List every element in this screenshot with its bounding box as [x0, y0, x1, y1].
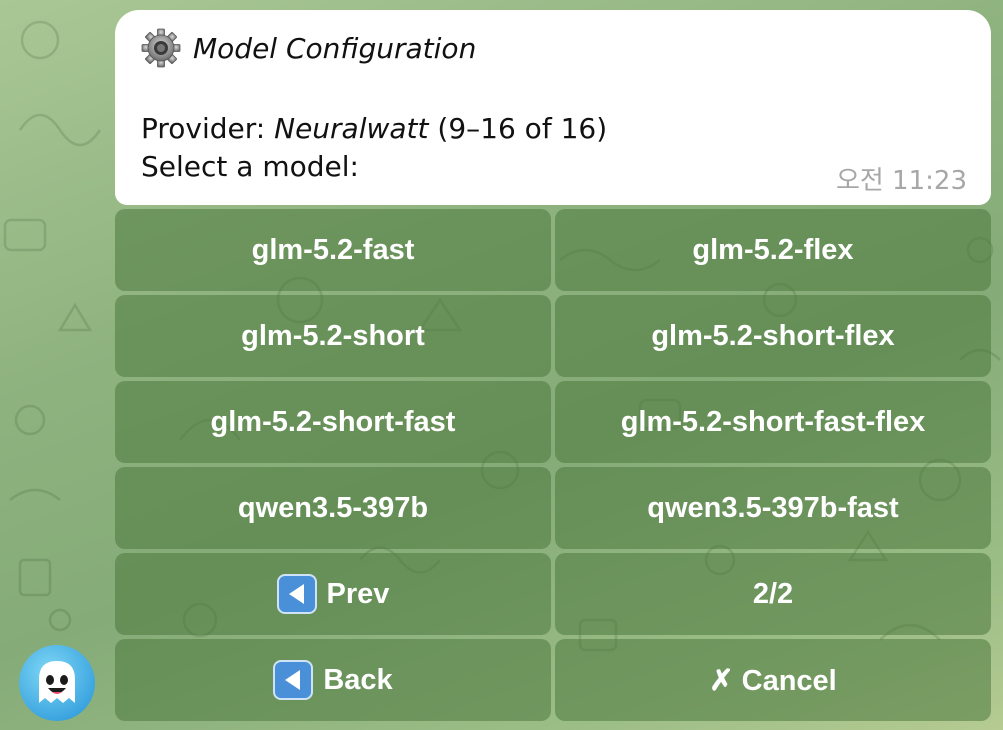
cancel-button[interactable]: ✗ Cancel — [555, 639, 991, 721]
gear-icon — [141, 28, 181, 68]
provider-line: Provider: Neuralwatt (9–16 of 16) — [141, 112, 607, 145]
message-bubble: Model Configuration Provider: Neuralwatt… — [115, 10, 991, 205]
button-label: glm-5.2-short — [241, 319, 425, 352]
button-label: glm-5.2-short-fast-flex — [620, 405, 926, 438]
left-arrow-icon — [273, 660, 314, 700]
page-indicator-button[interactable]: 2/2 — [555, 553, 991, 635]
message-title: Model Configuration — [193, 31, 477, 65]
provider-range: (9–16 of 16) — [428, 112, 608, 145]
button-label: Prev — [326, 577, 390, 610]
bot-avatar[interactable] — [19, 645, 95, 721]
button-label: Back — [323, 663, 393, 696]
ghost-icon — [39, 661, 75, 703]
left-arrow-icon — [276, 574, 317, 614]
model-button-qwen3-5-397b-fast[interactable]: qwen3.5-397b-fast — [555, 467, 991, 549]
provider-prefix: Provider: — [141, 112, 275, 145]
model-button-qwen3-5-397b[interactable]: qwen3.5-397b — [115, 467, 551, 549]
model-button-glm-5-2-short-fast[interactable]: glm-5.2-short-fast — [115, 381, 551, 463]
model-button-glm-5-2-short[interactable]: glm-5.2-short — [115, 295, 551, 377]
button-label: qwen3.5-397b — [237, 491, 429, 524]
button-label: glm-5.2-flex — [692, 233, 854, 266]
model-button-glm-5-2-short-fast-flex[interactable]: glm-5.2-short-fast-flex — [555, 381, 991, 463]
button-label: qwen3.5-397b-fast — [647, 491, 899, 524]
button-label: glm-5.2-short-fast — [210, 405, 456, 438]
provider-name: Neuralwatt — [274, 112, 429, 145]
model-button-glm-5-2-flex[interactable]: glm-5.2-flex — [555, 209, 991, 291]
button-label: glm-5.2-short-flex — [651, 319, 895, 352]
button-label: 2/2 — [752, 577, 794, 610]
button-label: glm-5.2-fast — [251, 233, 415, 266]
model-button-glm-5-2-fast[interactable]: glm-5.2-fast — [115, 209, 551, 291]
model-button-glm-5-2-short-flex[interactable]: glm-5.2-short-flex — [555, 295, 991, 377]
button-label: ✗ Cancel — [709, 664, 837, 697]
message-title-row: Model Configuration — [141, 28, 476, 68]
select-prompt: Select a model: — [141, 150, 359, 183]
prev-page-button[interactable]: Prev — [115, 553, 551, 635]
inline-keyboard: glm-5.2-fast glm-5.2-flex glm-5.2-short … — [115, 209, 991, 721]
message-timestamp: 오전 11:23 — [835, 166, 967, 196]
back-button[interactable]: Back — [115, 639, 551, 721]
